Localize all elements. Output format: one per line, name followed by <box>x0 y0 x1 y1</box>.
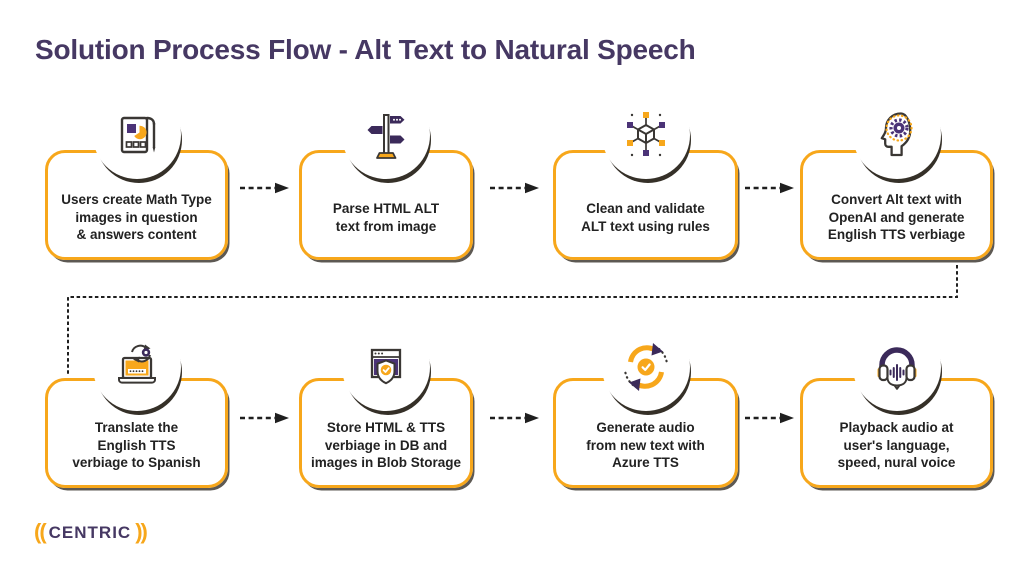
step-4-icon-circle <box>852 91 941 179</box>
arrow-step1-step2 <box>240 182 289 194</box>
step-1-icon-circle <box>92 91 181 179</box>
step-1-label: Users create Math Type images in questio… <box>61 191 212 243</box>
centric-logo-wordmark: CENTRIC <box>48 523 132 542</box>
page-title: Solution Process Flow - Alt Text to Natu… <box>35 34 696 65</box>
step-5-card: Translate the English TTS verbiage to Sp… <box>45 323 228 488</box>
step-3-card: Clean and validate ALT text using rules <box>553 91 738 260</box>
step-7-card: Generate audio from new text with Azure … <box>553 323 738 488</box>
headphones-playback-icon <box>877 347 916 390</box>
centric-logo-open-parens: (( <box>34 519 47 544</box>
step-6-label: Store HTML & TTS verbiage in DB and imag… <box>310 419 462 471</box>
step-1-card: Users create Math Type images in questio… <box>45 91 228 260</box>
step-7-label: Generate audio from new text with Azure … <box>586 419 705 471</box>
math-type-document-icon <box>120 116 155 154</box>
step-4-label: Convert Alt text with OpenAI and generat… <box>827 191 966 243</box>
step-2-label: Parse HTML ALT text from image <box>332 200 440 234</box>
ai-head-gear-icon <box>880 112 913 157</box>
arrow-step3-step4 <box>745 182 794 194</box>
step-7-icon-circle <box>601 323 690 411</box>
step-2-icon-circle <box>342 91 430 179</box>
step-8-icon-circle <box>852 323 941 411</box>
secure-storage-browser-icon <box>370 348 402 385</box>
step-6-card: Store HTML & TTS verbiage in DB and imag… <box>299 323 473 488</box>
translate-laptop-icon <box>117 344 156 384</box>
centric-logo: (( CENTRIC )) <box>34 519 148 544</box>
step-5-label: Translate the English TTS verbiage to Sp… <box>72 419 201 471</box>
signpost-icon <box>367 114 405 159</box>
centric-logo-close-parens: )) <box>135 519 148 544</box>
arrow-step2-step3 <box>490 182 539 194</box>
step-2-card: Parse HTML ALT text from image <box>299 91 473 260</box>
step-3-label: Clean and validate ALT text using rules <box>581 200 710 234</box>
step-6-icon-circle <box>342 323 430 411</box>
arrow-step7-step8 <box>745 412 794 424</box>
step-8-label: Playback audio at user's language, speed… <box>837 419 956 471</box>
arrow-step6-step7 <box>490 412 539 424</box>
step-8-card: Playback audio at user's language, speed… <box>800 323 993 488</box>
step-5-icon-circle <box>92 323 181 411</box>
step-4-card: Convert Alt text with OpenAI and generat… <box>800 91 993 260</box>
audio-sync-icon <box>623 343 668 391</box>
network-cube-icon <box>626 112 665 157</box>
step-3-icon-circle <box>601 91 690 179</box>
arrow-step5-step6 <box>240 412 289 424</box>
